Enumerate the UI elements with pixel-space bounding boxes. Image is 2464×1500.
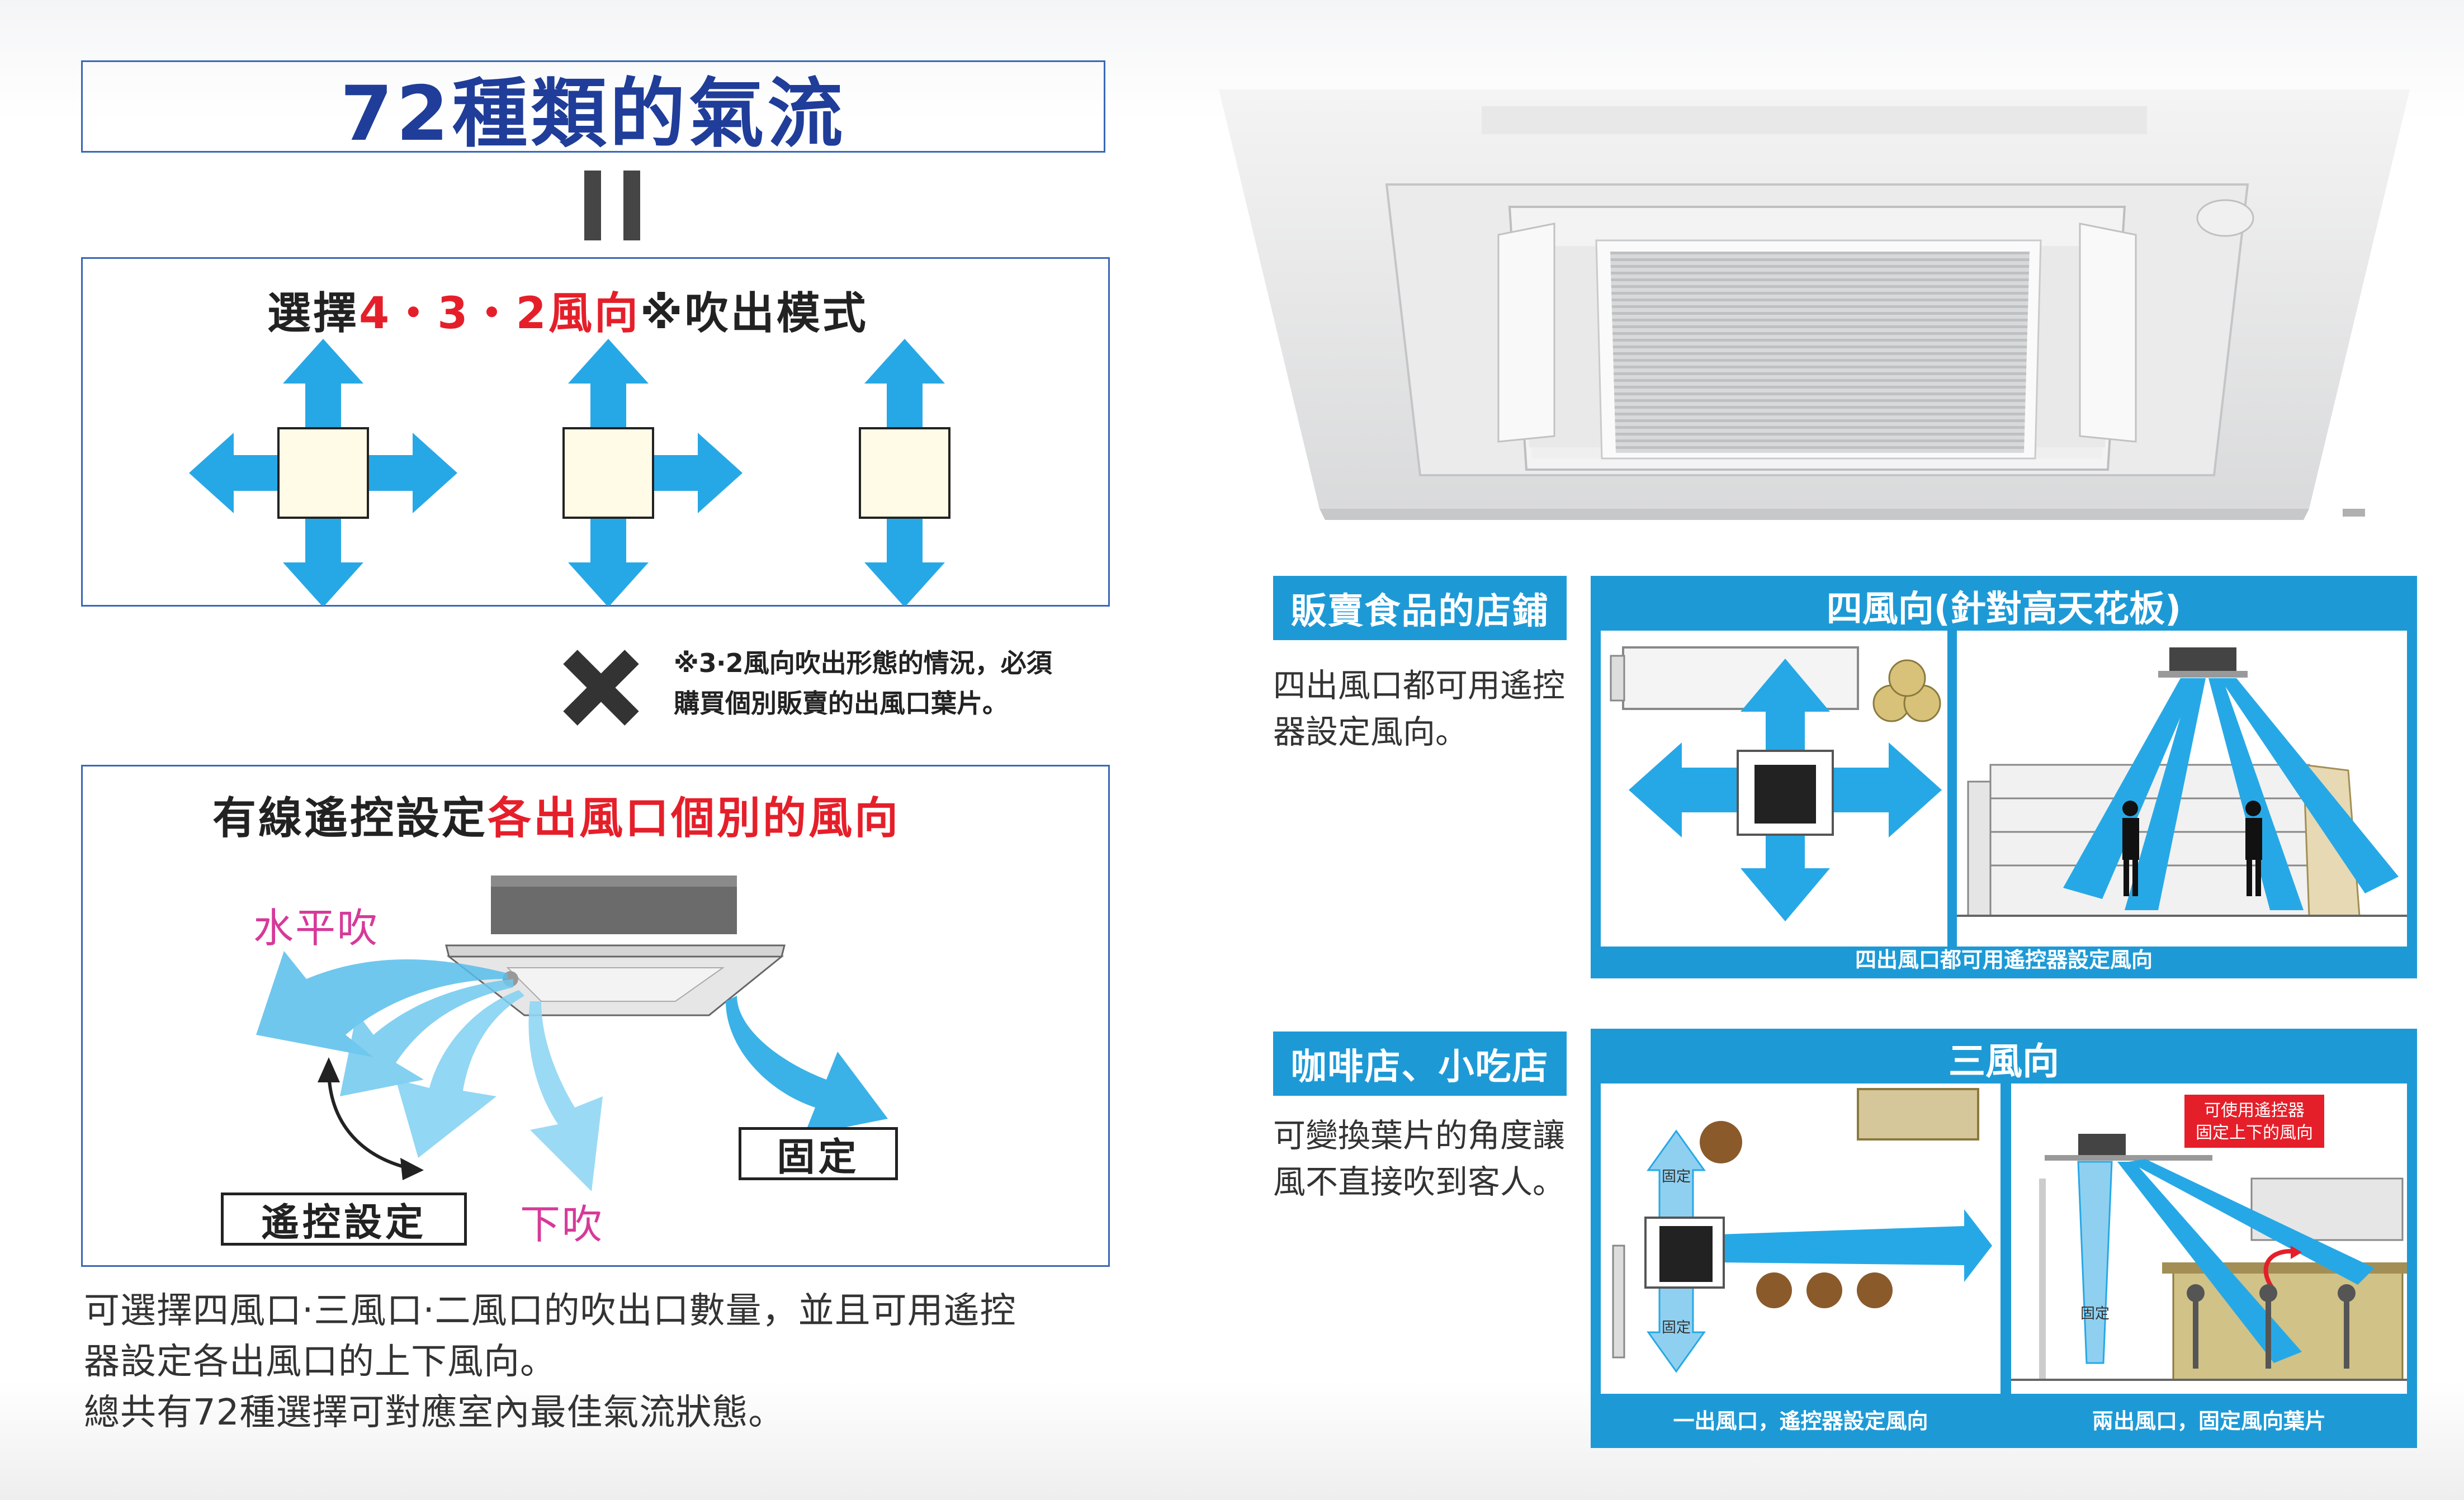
case2-tag: 咖啡店、小吃店 bbox=[1273, 1031, 1567, 1096]
remote-setting-box: 有線遙控設定各出風口個別的風向 水平吹 下吹 固定 遙控設定 bbox=[81, 765, 1110, 1267]
page-title: 72種類的氣流 bbox=[340, 69, 846, 158]
four-way-arrow-icon bbox=[189, 339, 457, 605]
fixed-label: 固定 bbox=[739, 1127, 898, 1180]
three-way-footer-right: 兩出風口，固定風向葉片 bbox=[2092, 1409, 2326, 1433]
case2-description: 可變換葉片的角度讓 風不直接吹到客人。 bbox=[1273, 1116, 1566, 1201]
x-mark-icon bbox=[563, 650, 639, 726]
down-blow-label: 下吹 bbox=[520, 1201, 604, 1248]
cassette-airflow-diagram bbox=[256, 876, 888, 1191]
section1-heading: 選擇4・3・2風向※吹出模式 bbox=[267, 288, 868, 339]
fixed-side-label: 固定 bbox=[2080, 1305, 2110, 1322]
cassette-unit-icon bbox=[1754, 765, 1816, 824]
three-way-floor-view: 固定 固定 bbox=[1601, 1083, 2000, 1394]
case1-tag: 販賣食品的店鋪 bbox=[1273, 576, 1567, 640]
three-way-side-view: 可使用遙控器 固定上下的風向 固定 bbox=[2011, 1083, 2408, 1394]
three-way-footer-left: 一出風口，遙控器設定風向 bbox=[1673, 1409, 1928, 1433]
remote-setting-label: 遙控設定 bbox=[221, 1193, 467, 1246]
three-way-arrow-icon bbox=[562, 339, 742, 605]
airflow-pattern-diagram bbox=[189, 339, 950, 605]
fixed-top-label: 固定 bbox=[1662, 1168, 1691, 1185]
four-way-side-view bbox=[1957, 631, 2407, 947]
section2-heading: 有線遙控設定各出風口個別的風向 bbox=[212, 793, 901, 844]
title-box: 72種類的氣流 bbox=[81, 60, 1105, 158]
case1-description: 四出風口都可用遙控 器設定風向。 bbox=[1273, 666, 1566, 751]
cassette-unit-icon bbox=[1659, 1226, 1713, 1282]
fixed-bottom-label: 固定 bbox=[1662, 1319, 1691, 1336]
horizontal-blow-label: 水平吹 bbox=[253, 905, 380, 952]
stool-icons bbox=[2187, 1284, 2356, 1369]
cassette-ac-unit-illustration bbox=[1219, 89, 2410, 520]
four-way-panel-footer: 四出風口都可用遙控器設定風向 bbox=[1855, 948, 2153, 972]
purchase-note: ※3‧2風向吹出形態的情況，必須 購買個別販賣的出風口葉片。 bbox=[674, 648, 1052, 718]
three-way-panel: 三風向 固定 固定 bbox=[1591, 1029, 2417, 1448]
callout-line2: 固定上下的風向 bbox=[2196, 1124, 2313, 1142]
person-icon bbox=[2245, 801, 2262, 896]
summary-text: 可選擇四風口‧三風口‧二風口的吹出口數量，並且可用遙控 器設定各出風口的上下風向… bbox=[84, 1290, 1016, 1433]
four-way-floor-view bbox=[1601, 631, 1947, 947]
three-way-panel-title: 三風向 bbox=[1949, 1040, 2059, 1083]
two-way-arrow-icon bbox=[859, 339, 950, 605]
callout-line1: 可使用遙控器 bbox=[2204, 1101, 2305, 1120]
four-way-panel-title: 四風向(針對高天花板) bbox=[1826, 589, 2182, 630]
airflow-direction-box: 選擇4・3・2風向※吹出模式 bbox=[81, 257, 1110, 607]
four-way-panel: 四風向(針對高天花板) bbox=[1591, 576, 2417, 978]
person-icon bbox=[2122, 801, 2139, 896]
